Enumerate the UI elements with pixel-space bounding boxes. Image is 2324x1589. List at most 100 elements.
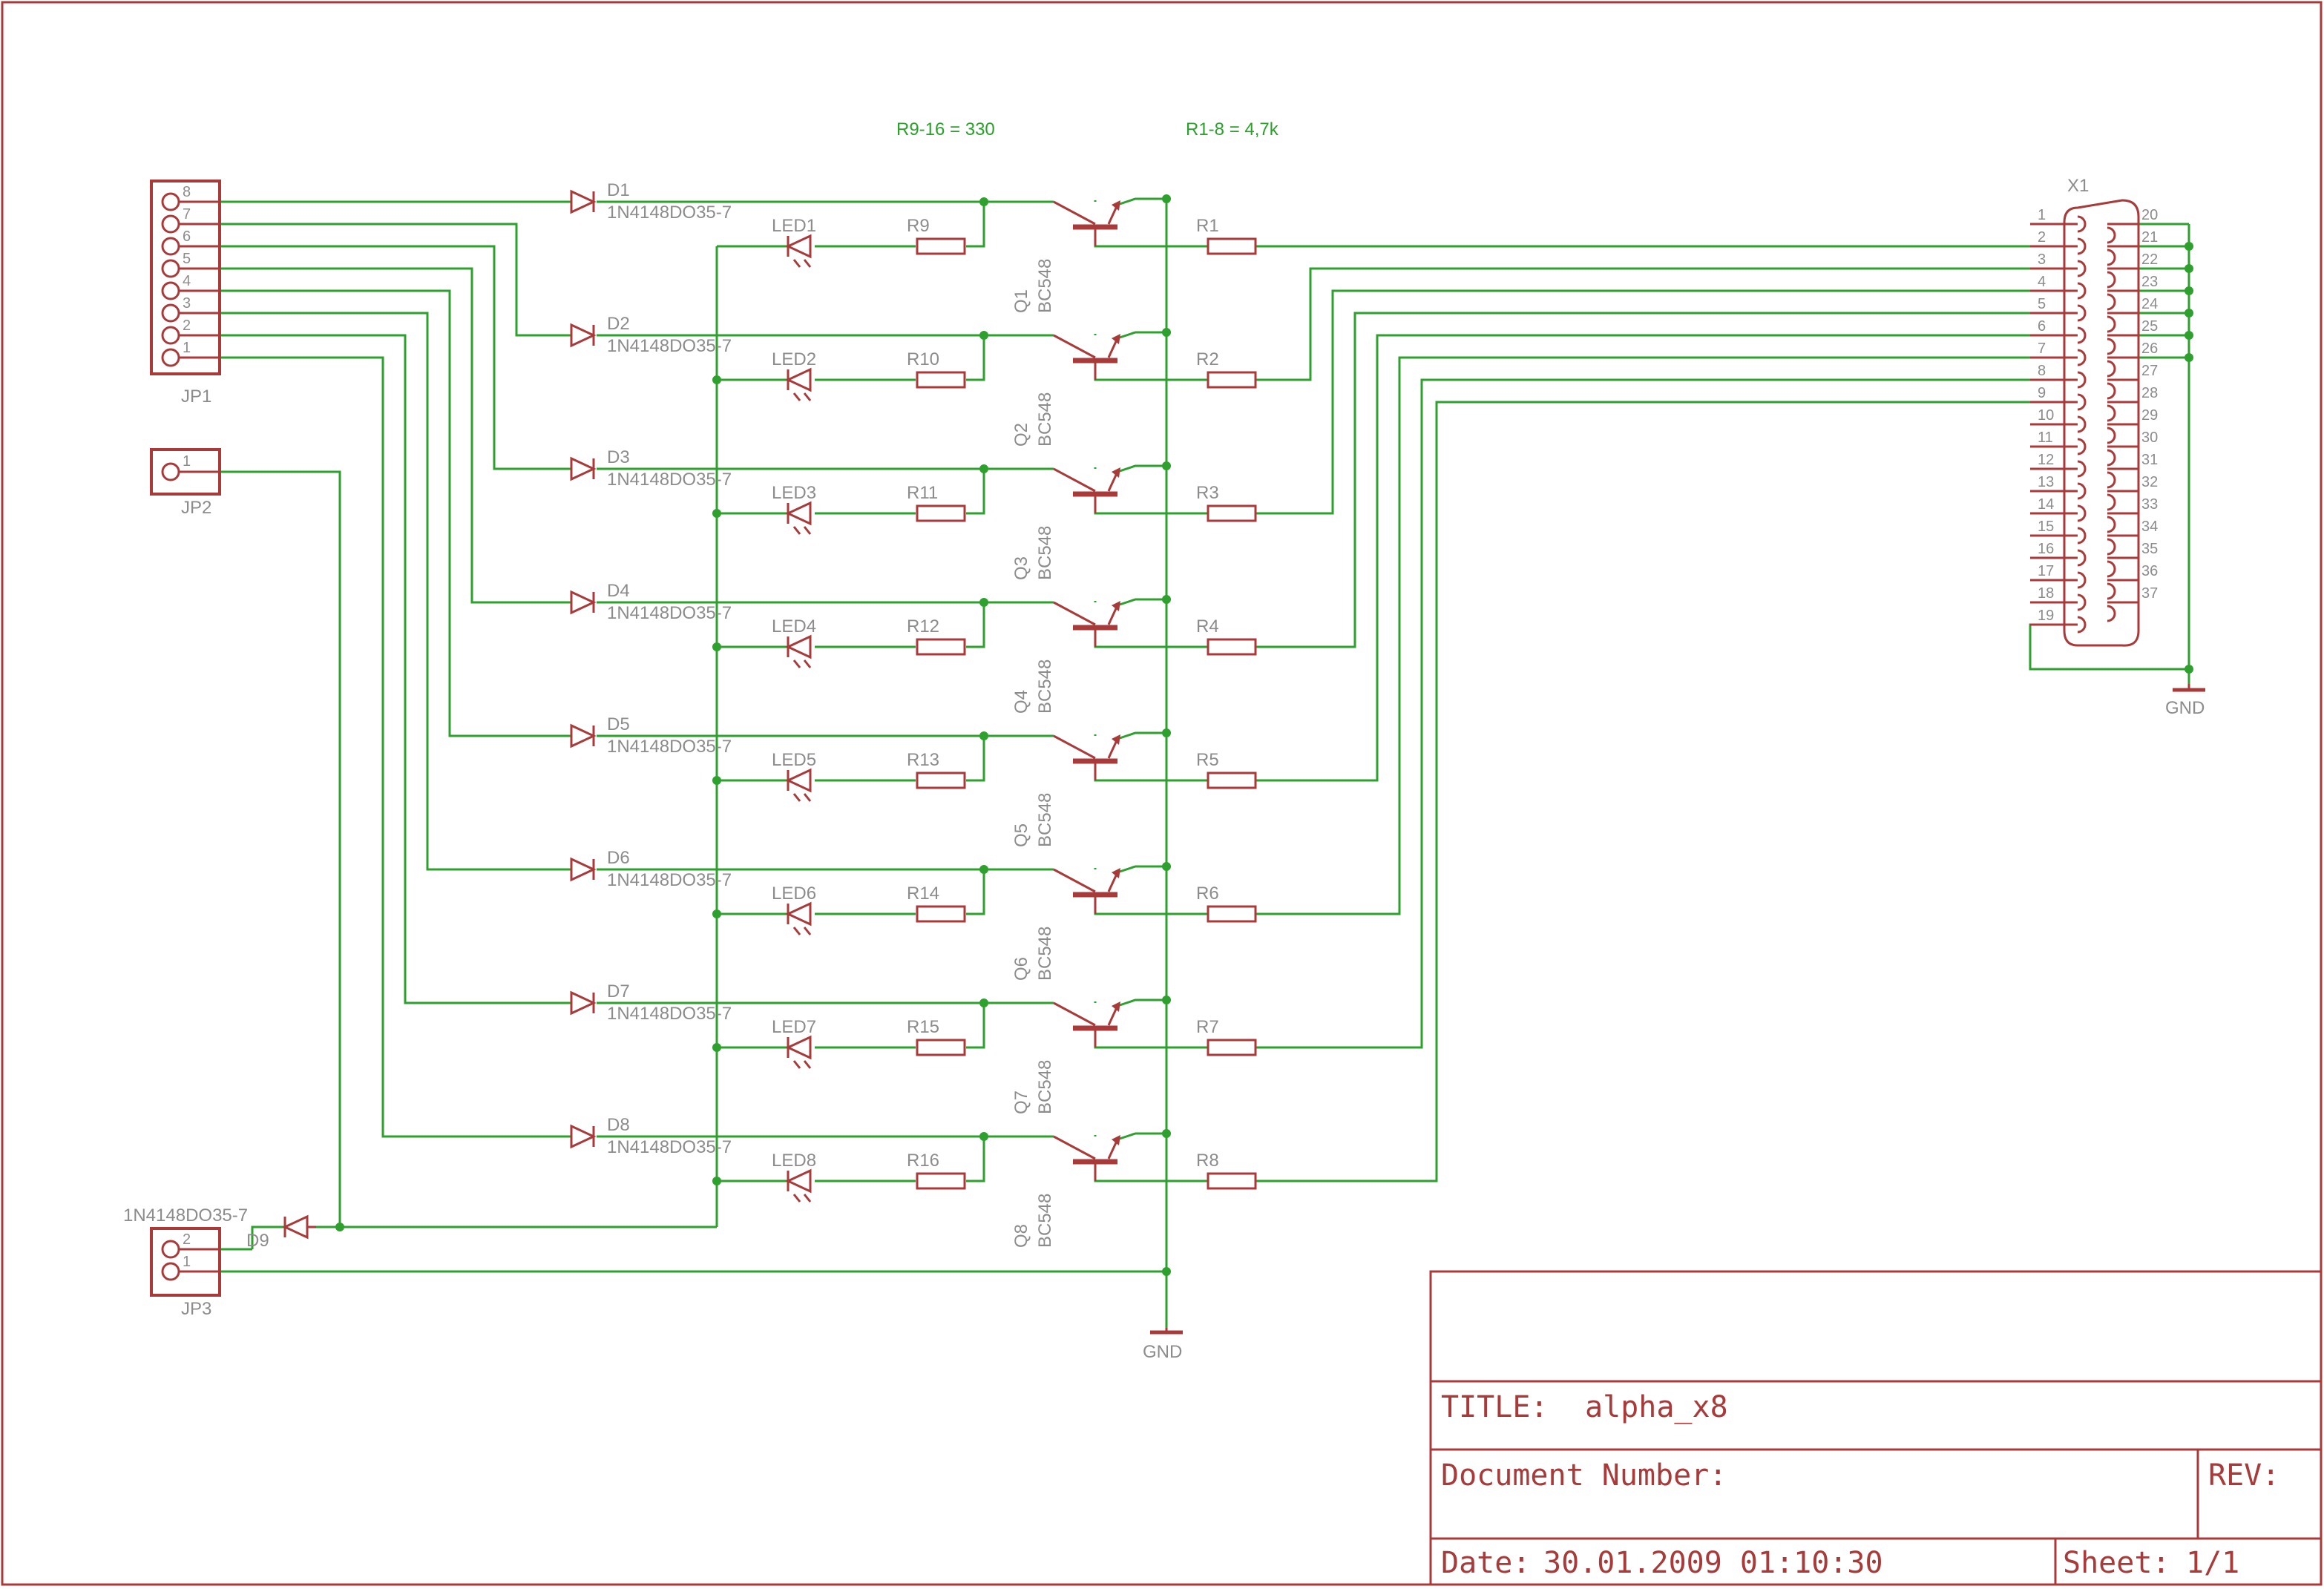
x1-left-pin-number: 12: [2038, 452, 2054, 468]
x1-left-pin-number: 5: [2038, 296, 2046, 312]
transistor-label: Q1: [1011, 289, 1031, 313]
led-symbol: [785, 1035, 812, 1060]
junction-led-bus: [712, 509, 721, 518]
x1-left-pin-contact: [2077, 571, 2087, 589]
jp1-pin-number: 8: [183, 184, 191, 200]
x1-right-pin-number: 32: [2141, 474, 2158, 490]
x1-right-pin-contact: [2107, 582, 2116, 600]
resistor-led-body: [916, 638, 966, 656]
x1-left-pin-number: 3: [2038, 251, 2046, 268]
base-to-rled-wire: [966, 469, 985, 515]
junction-led-bus: [712, 909, 721, 918]
jp1-label: JP1: [181, 386, 211, 407]
x1-right-pin-contact: [2107, 427, 2116, 444]
transistor-base-lead: [1053, 601, 1096, 626]
jp2-label: JP2: [181, 498, 211, 518]
base-to-rled-wire: [966, 1136, 985, 1182]
rbase-to-x1-wire: [1255, 378, 2057, 1049]
gnd-label-x1: GND: [2165, 698, 2205, 718]
diode-value: 1N4148DO35-7: [607, 737, 732, 757]
jp3-body: [150, 1227, 221, 1297]
led-symbol: [785, 768, 812, 793]
junction-emitter: [1162, 1129, 1171, 1138]
jp1-pin-ring: [161, 259, 180, 278]
rbase-to-x1-wire: [1255, 401, 2057, 1182]
diode-symbol: [570, 857, 597, 882]
resistor-base-label: R2: [1196, 349, 1219, 369]
emitter-wire: [1094, 197, 1166, 206]
jp1-pin-ring: [161, 192, 180, 211]
x1-right-pin-number: 22: [2141, 251, 2158, 268]
transistor-label: Q4: [1011, 690, 1031, 714]
jp1-pin-ring: [161, 326, 180, 345]
led-emission-arrows: [792, 793, 812, 802]
transistor-base-lead: [1053, 1135, 1096, 1160]
date-label: Date:: [1441, 1546, 1530, 1580]
diode-symbol: [570, 990, 597, 1016]
jp1-pin-ring: [161, 214, 180, 234]
resistor-base-label: R1: [1196, 216, 1219, 236]
resistor-base-body: [1207, 1039, 1257, 1056]
diode-label: D3: [607, 447, 630, 467]
transistor-emitter-arrow: [1112, 200, 1120, 211]
transistor-label: Q7: [1011, 1090, 1031, 1114]
x1-right-pin-number: 35: [2141, 541, 2158, 557]
led-symbol: [785, 234, 812, 259]
diode-value: 1N4148DO35-7: [607, 336, 732, 356]
junction-base: [979, 865, 988, 874]
emitter-wire: [1094, 1132, 1166, 1141]
date-value: 30.01.2009 01:10:30: [1543, 1546, 1883, 1580]
x1-label: X1: [2067, 176, 2089, 196]
diode-symbol: [570, 189, 597, 214]
diode-label: D4: [607, 581, 630, 601]
jp1-pin-ring: [161, 237, 180, 256]
led-emission-arrows: [792, 526, 812, 535]
resistor-led-body: [916, 1172, 966, 1190]
jp1-to-diode-wire: [220, 267, 571, 604]
led-symbol: [785, 367, 812, 392]
led-symbol: [785, 501, 812, 526]
x1-left-pin-number: 9: [2038, 385, 2046, 401]
transistor-base-lead: [1053, 334, 1096, 359]
transistor-emitter-arrow: [1112, 467, 1120, 478]
x1-left-pin-contact: [2077, 504, 2087, 522]
junction-base: [979, 464, 988, 473]
resistor-led-label: R15: [907, 1017, 939, 1037]
x1-left-pin-contact: [2077, 549, 2087, 567]
transistor-base-lead: [1053, 200, 1096, 226]
x1-right-pin-number: 23: [2141, 274, 2158, 290]
led-label: LED8: [772, 1151, 816, 1171]
led-emission-arrows: [792, 392, 812, 401]
x1-left-pin-contact: [2077, 215, 2087, 233]
resistor-base-label: R5: [1196, 750, 1219, 770]
diode-value: 1N4148DO35-7: [607, 470, 732, 490]
led-emission-arrows: [792, 1194, 812, 1203]
collector-wire: [1094, 494, 1208, 515]
jp3-pin-2-ring: [161, 1240, 180, 1259]
led-label: LED1: [772, 216, 816, 236]
jp3-connector: 2 1 JP3: [150, 1227, 221, 1319]
x1-connector: 1234567891011121314151617181920212223242…: [2030, 176, 2158, 647]
rbase-to-x1-wire: [1255, 356, 2057, 915]
base-to-rled-wire: [966, 736, 985, 782]
junction-base: [979, 197, 988, 206]
diode-symbol: [570, 456, 597, 481]
transistor-value: BC548: [1035, 259, 1055, 313]
transistor-label: Q3: [1011, 556, 1031, 580]
transistor-value: BC548: [1035, 927, 1055, 981]
resistor-led-label: R12: [907, 616, 939, 636]
jp1-pin-number: 5: [183, 251, 191, 267]
resistor-led-label: R14: [907, 884, 939, 904]
resistor-led-label: R13: [907, 750, 939, 770]
transistor-emitter-arrow: [1112, 1001, 1120, 1012]
led-label: LED6: [772, 884, 816, 904]
x1-left-pin-contact: [2077, 282, 2087, 300]
jp1-pin-number: 1: [183, 340, 191, 356]
rbase-to-x1-wire: [1255, 267, 2057, 381]
transistor-base-lead: [1053, 467, 1096, 493]
x1-right-pin-contact: [2107, 360, 2116, 378]
x1-right-pin-contact: [2107, 471, 2116, 489]
collector-wire: [1094, 227, 1208, 248]
resistor-led-body: [916, 237, 966, 255]
